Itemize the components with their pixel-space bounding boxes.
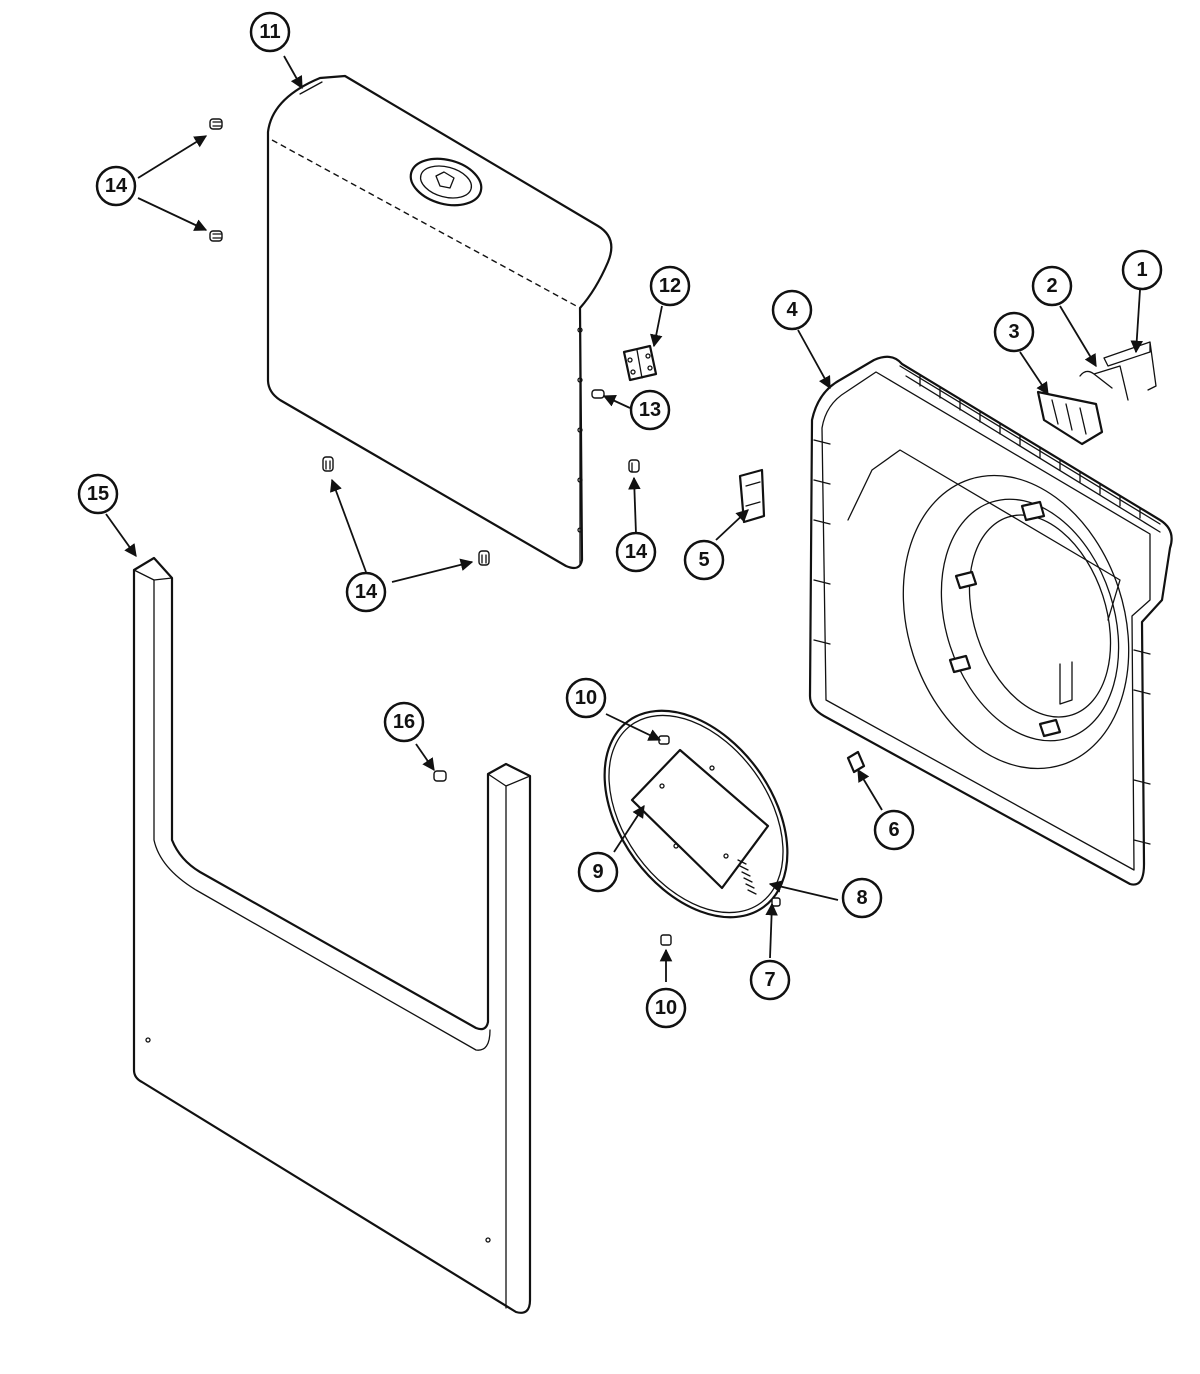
- svg-text:2: 2: [1046, 275, 1057, 297]
- svg-text:7: 7: [764, 969, 775, 991]
- svg-text:10: 10: [575, 687, 597, 709]
- svg-text:11: 11: [259, 21, 280, 43]
- callout-14-lower: 14: [345, 571, 387, 613]
- door-ring-part: [603, 709, 789, 946]
- svg-text:3: 3: [1008, 321, 1019, 343]
- top-cover-part: [266, 74, 613, 570]
- svg-text:12: 12: [659, 275, 681, 297]
- callout-14-right: 14: [615, 531, 657, 573]
- svg-text:6: 6: [888, 819, 899, 841]
- hinge-part: [622, 344, 658, 382]
- callout-10-lower: 10: [645, 987, 687, 1029]
- callout-3: 3: [993, 311, 1035, 353]
- callout-1: 1: [1121, 249, 1163, 291]
- callout-2: 2: [1031, 265, 1073, 307]
- screw-part-16: [433, 770, 447, 782]
- svg-text:8: 8: [856, 887, 867, 909]
- svg-text:13: 13: [639, 399, 661, 421]
- screw-parts-14: [209, 118, 640, 566]
- svg-text:10: 10: [655, 997, 677, 1019]
- svg-text:1: 1: [1136, 259, 1147, 281]
- callout-9: 9: [577, 851, 619, 893]
- callout-8: 8: [841, 877, 883, 919]
- leader-lines: [105, 55, 1144, 982]
- callout-14-upper: 14: [95, 165, 137, 207]
- door-frame-part: [132, 556, 532, 1314]
- svg-text:14: 14: [105, 175, 128, 197]
- callout-15: 15: [77, 473, 119, 515]
- bracket-part-5: [738, 468, 766, 524]
- callout-13: 13: [629, 389, 671, 431]
- front-panel-part: [808, 355, 1173, 886]
- svg-text:15: 15: [87, 483, 109, 505]
- svg-text:9: 9: [592, 861, 603, 883]
- callout-4: 4: [771, 289, 813, 331]
- svg-text:16: 16: [393, 711, 415, 733]
- callout-6: 6: [873, 809, 915, 851]
- callout-7: 7: [749, 959, 791, 1001]
- callout-5: 5: [683, 539, 725, 581]
- svg-text:14: 14: [625, 541, 648, 563]
- svg-text:5: 5: [698, 549, 709, 571]
- callout-10-upper: 10: [565, 677, 607, 719]
- svg-text:4: 4: [786, 299, 798, 321]
- callout-16: 16: [383, 701, 425, 743]
- callout-11: 11: [249, 11, 291, 53]
- latch-parts: [1036, 341, 1157, 446]
- callout-12: 12: [649, 265, 691, 307]
- svg-text:14: 14: [355, 581, 378, 603]
- clip-part-6: [846, 750, 866, 774]
- screw-part-13: [591, 389, 605, 399]
